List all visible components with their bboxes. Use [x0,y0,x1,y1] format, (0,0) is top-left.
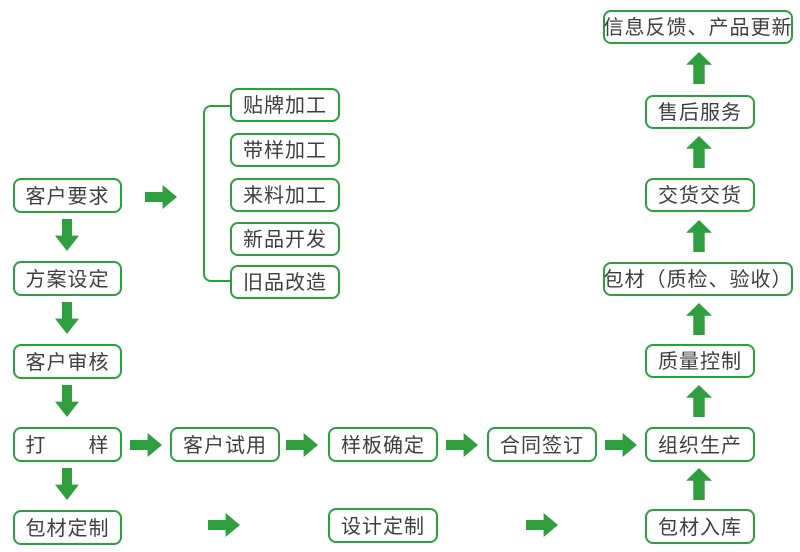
arrow-down-icon [55,302,79,334]
arrow-up-icon [686,303,712,335]
stack-bracket-connector [203,105,230,282]
node-customer-requirements: 客户要求 [13,178,122,213]
arrow-right-icon [208,513,240,537]
arrow-right-icon [130,433,162,457]
arrow-right-icon [145,185,177,209]
arrow-right-icon [286,433,318,457]
node-plan-setting: 方案设定 [13,261,122,296]
node-sample-confirmation: 样板确定 [328,427,438,462]
node-sample-processing: 带样加工 [230,133,340,167]
arrow-down-icon [55,385,79,417]
arrow-up-icon [686,52,712,84]
arrow-right-icon [526,513,558,537]
arrow-down-icon [55,468,79,500]
node-packaging-warehousing: 包材入库 [645,509,755,544]
arrow-right-icon [605,433,637,457]
node-after-sales-service: 售后服务 [645,95,755,129]
node-production-organization: 组织生产 [645,427,755,462]
arrow-up-icon [686,220,712,252]
node-old-product-remodeling: 旧品改造 [230,265,340,299]
node-packaging-customization: 包材定制 [13,510,122,545]
node-sampling: 打 样 [13,427,122,462]
node-design-customization: 设计定制 [328,508,438,543]
arrow-up-icon [686,136,712,168]
node-customer-review: 客户审核 [13,344,122,379]
arrow-up-icon [686,468,712,500]
node-contract-signing: 合同签订 [487,427,597,462]
node-delivery: 交货交货 [645,178,755,212]
arrow-right-icon [446,433,478,457]
node-packaging-inspection: 包材（质检、验收） [603,262,793,296]
node-oem-processing: 贴牌加工 [230,88,340,122]
node-new-product-development: 新品开发 [230,222,340,256]
node-incoming-material-processing: 来料加工 [230,178,340,212]
arrow-down-icon [55,219,79,251]
node-quality-control: 质量控制 [645,344,755,378]
node-feedback-product-update: 信息反馈、产品更新 [603,10,793,44]
node-customer-trial: 客户试用 [170,427,280,462]
arrow-up-icon [686,385,712,417]
